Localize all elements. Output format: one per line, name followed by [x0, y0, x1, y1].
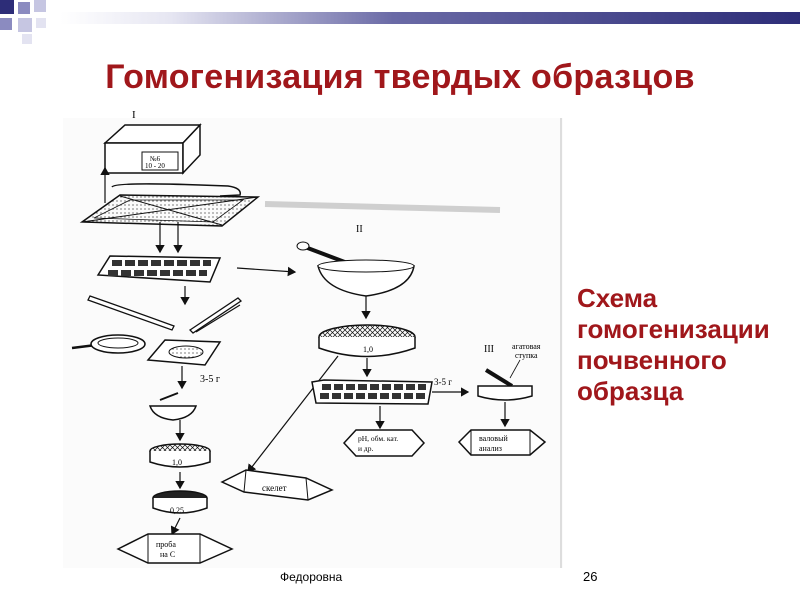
title-bar-stripe [60, 12, 800, 24]
caption-line: Схема [577, 283, 658, 313]
corner-square [0, 0, 14, 14]
spatula [87, 295, 175, 331]
mortar-label-2: ступка [515, 351, 538, 360]
caption-line: почвенного [577, 345, 727, 375]
probe-label-2: на С [160, 550, 175, 559]
sample-box: №6 10 - 20 [103, 123, 202, 175]
caption-line: гомогенизации [577, 314, 770, 344]
mortar-left [148, 392, 198, 421]
pan [71, 334, 146, 354]
corner-square [0, 18, 12, 30]
drying-tray [79, 183, 261, 227]
stage-label-i: I [132, 109, 136, 121]
probe-bag: проба на С [116, 533, 234, 564]
sieve-center-label: 1,0 [363, 345, 373, 354]
corner-square [22, 34, 32, 44]
grid-tray-center [311, 379, 433, 405]
mortar-label-1: агатовая [512, 342, 541, 351]
ph-label-2: и др. [358, 444, 373, 453]
caption-line: образца [577, 376, 684, 406]
soil-paper [146, 339, 222, 366]
mortar-center [296, 241, 415, 297]
slide-title: Гомогенизация твердых образцов [105, 58, 695, 96]
bulk-label-2: анализ [479, 444, 502, 453]
sieve-left-2: 0,25 [152, 490, 208, 515]
bulk-analysis-bag: валовый анализ [457, 429, 547, 456]
mass-label-left: 3-5 г [200, 374, 220, 385]
grid-tray-left [96, 255, 222, 283]
stage-label-iii: III [484, 344, 494, 355]
box-label-range: 10 - 20 [145, 162, 165, 170]
ph-label-1: pH, обм. кат. [358, 434, 398, 443]
stage-label-ii: II [356, 224, 363, 235]
skeleton-label: скелет [262, 483, 287, 493]
sieve-left-2-label: 0,25 [170, 506, 184, 515]
sieve-left-1-label: 1,0 [172, 458, 182, 467]
ph-bag: pH, обм. кат. и др. [342, 429, 426, 457]
bulk-label-1: валовый [479, 434, 508, 443]
diagram-caption: Схема гомогенизации почвенного образца [577, 283, 770, 407]
mass-label-right: 3-5 г [434, 377, 452, 387]
corner-square [36, 18, 46, 28]
agate-mortar [477, 368, 533, 401]
corner-square [34, 0, 46, 12]
box-label-number: №6 [150, 155, 161, 163]
corner-square [18, 2, 30, 14]
tweezers [188, 297, 243, 334]
sieve-left-1: 1,0 [149, 443, 211, 468]
corner-square [18, 18, 32, 32]
sieve-center: 1,0 [318, 324, 416, 358]
footer-author: Федоровна [280, 570, 343, 584]
probe-label-1: проба [156, 540, 176, 549]
page-number: 26 [583, 569, 598, 584]
skeleton-bag: скелет [220, 469, 334, 501]
